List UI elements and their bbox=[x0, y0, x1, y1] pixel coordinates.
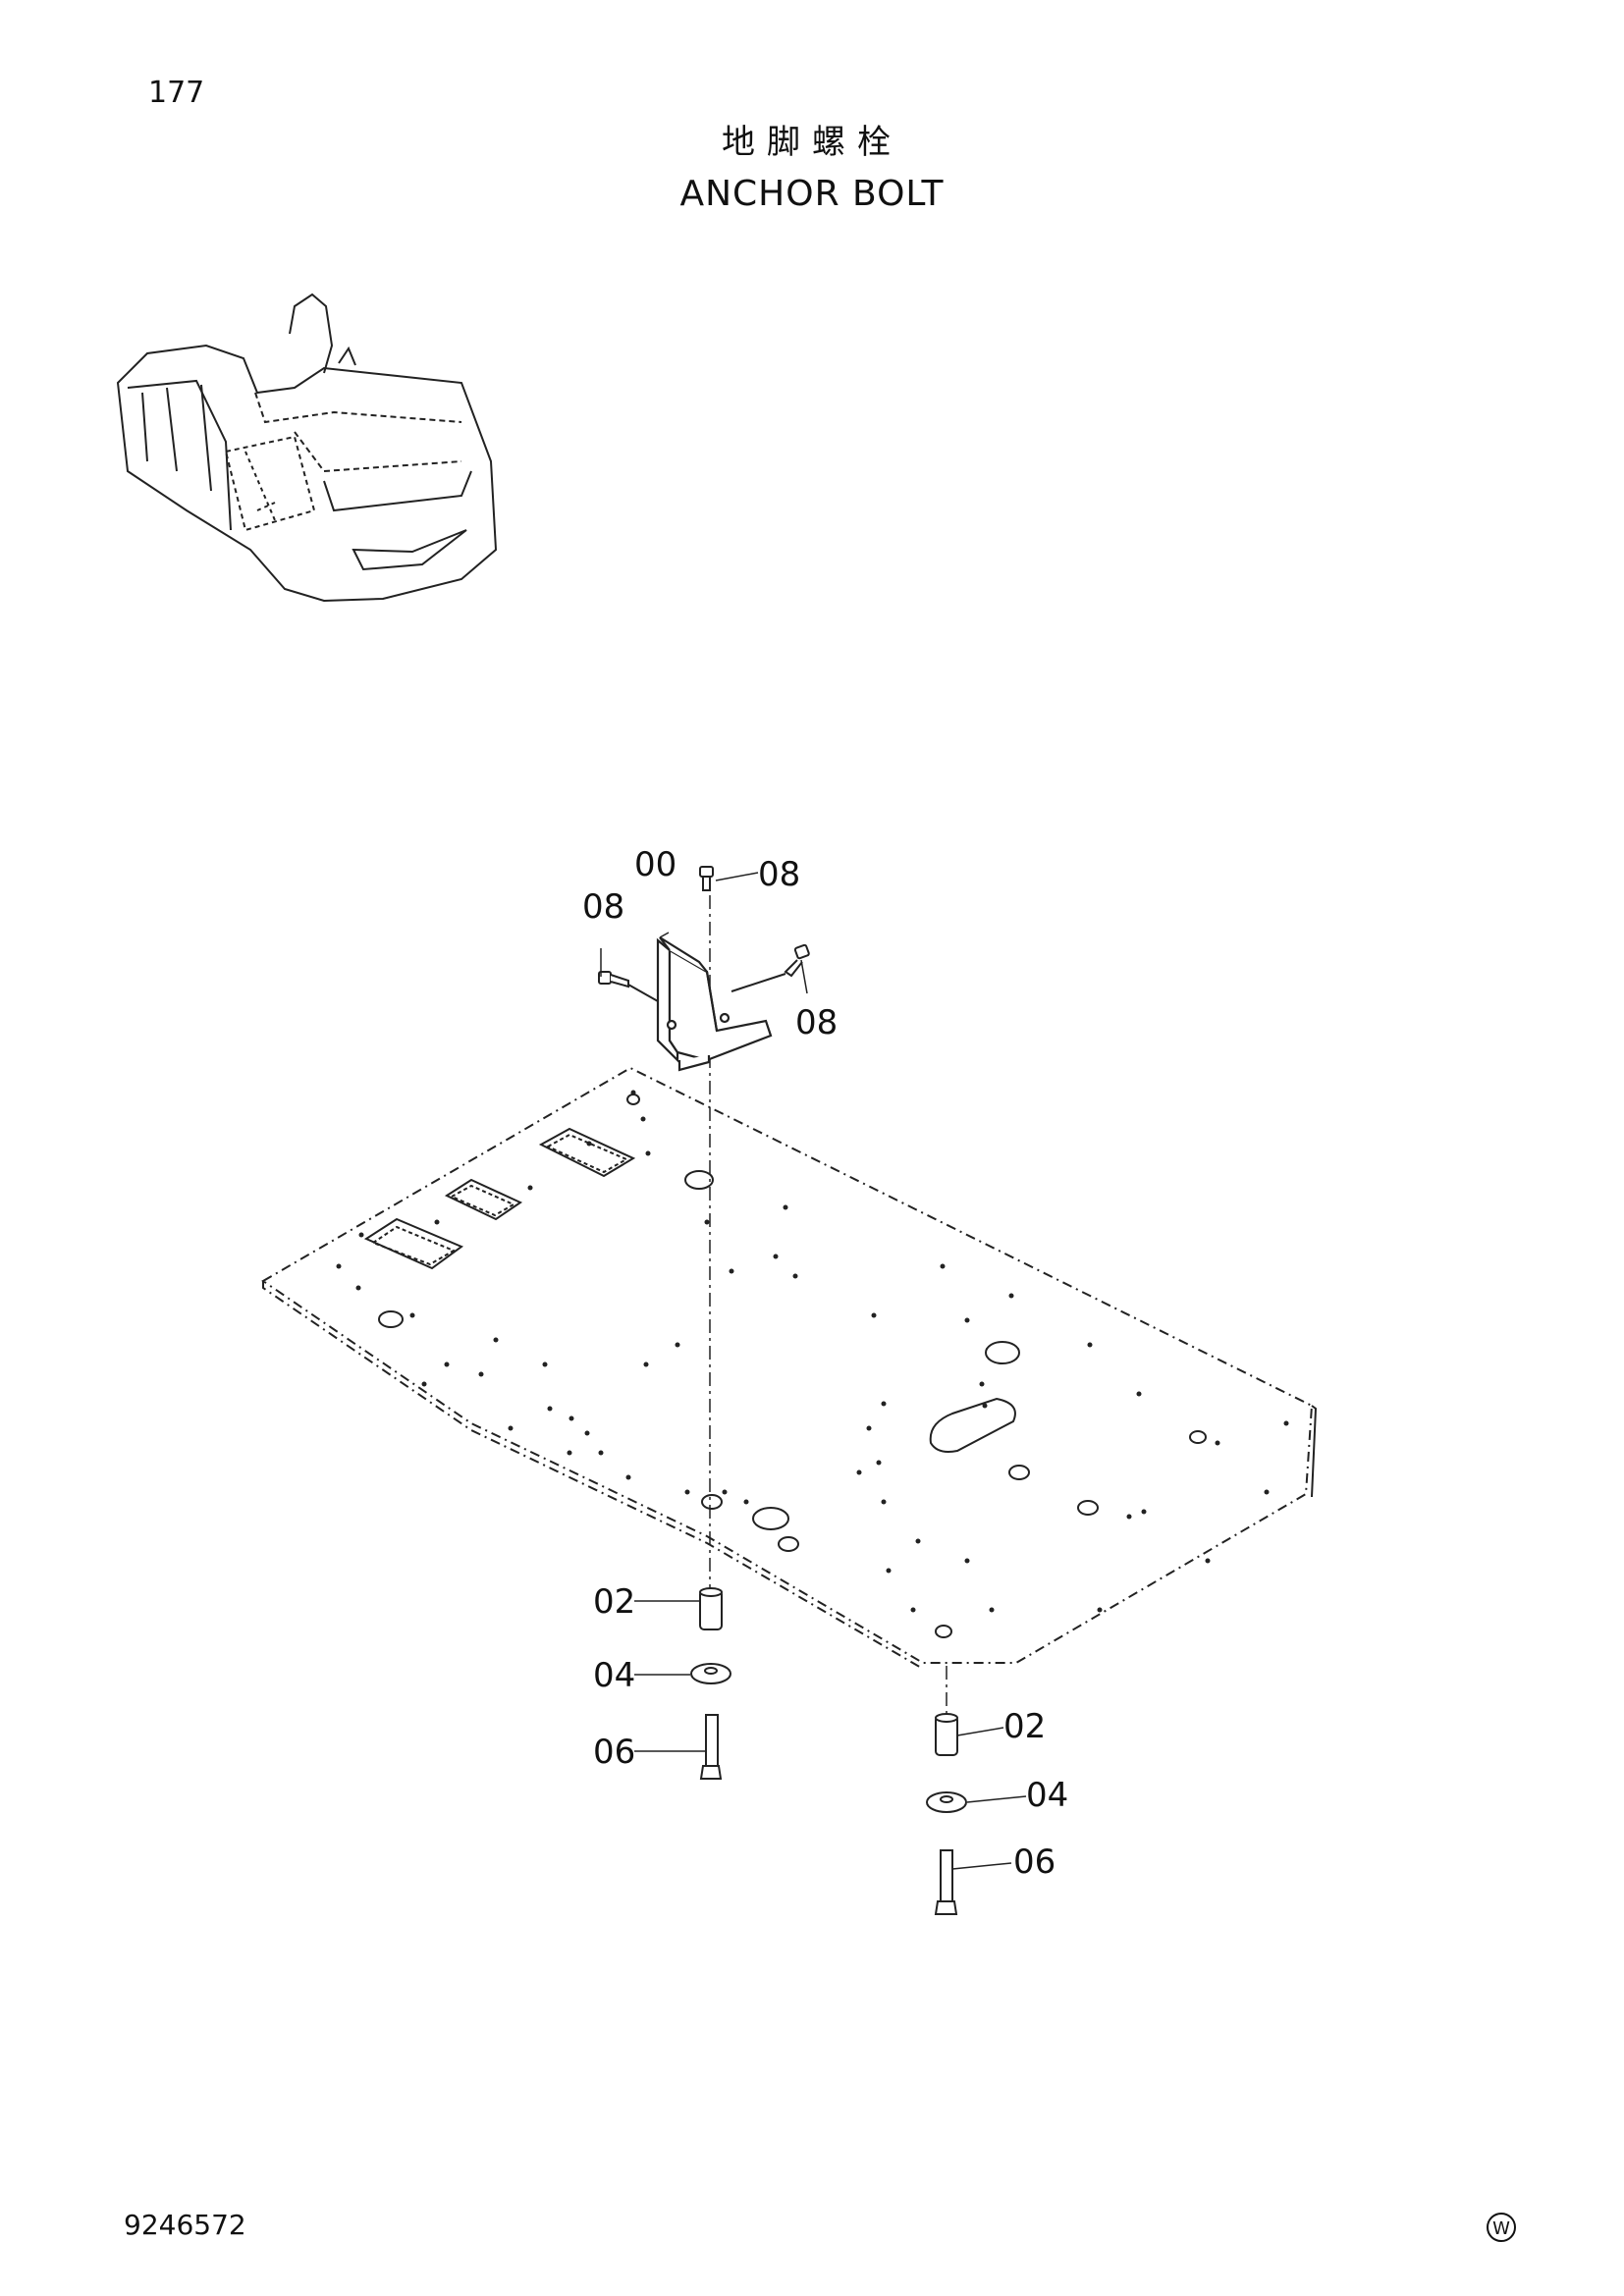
callout-04-left: 04 bbox=[593, 1656, 635, 1695]
w-circle-mark: W bbox=[1487, 2213, 1516, 2242]
page-number: 177 bbox=[148, 76, 205, 110]
callout-04-right: 04 bbox=[1026, 1776, 1068, 1815]
callout-00: 00 bbox=[634, 845, 677, 884]
callout-08-left: 08 bbox=[582, 887, 624, 927]
callout-06-left: 06 bbox=[593, 1733, 635, 1772]
anchor-bracket bbox=[656, 936, 773, 1072]
callout-08-right: 08 bbox=[795, 1003, 838, 1042]
callout-08-top: 08 bbox=[758, 855, 800, 894]
title-english: ANCHOR BOLT bbox=[679, 174, 945, 214]
callout-02-left: 02 bbox=[593, 1582, 635, 1622]
machine-locator-thumbnail bbox=[116, 293, 498, 603]
left-fastener-stack bbox=[690, 1587, 731, 1780]
right-fastener-stack bbox=[926, 1713, 967, 1915]
floor-plate bbox=[261, 1066, 1318, 1670]
document-number: 9246572 bbox=[124, 2209, 246, 2241]
callout-06-right: 06 bbox=[1013, 1842, 1056, 1882]
plate-bolt-holes bbox=[336, 1090, 1289, 1613]
callout-02-right: 02 bbox=[1003, 1707, 1046, 1746]
callout-leaders bbox=[600, 872, 1027, 1870]
title-chinese: 地脚螺栓 bbox=[722, 123, 902, 162]
bolts-08 bbox=[598, 866, 810, 1002]
